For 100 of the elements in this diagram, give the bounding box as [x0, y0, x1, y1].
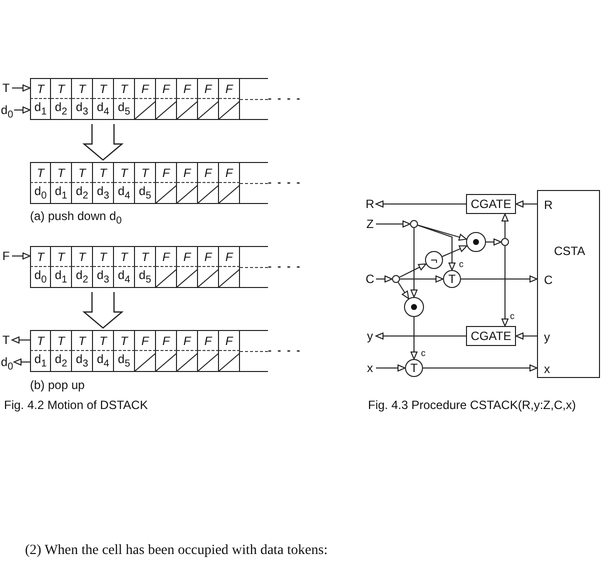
module-name: CSTA: [554, 244, 586, 258]
flag-cell: F: [156, 79, 177, 99]
flag-cell: T: [114, 163, 135, 183]
arrow: [376, 220, 410, 228]
terminal-label: d$_{0}$: [0, 102, 14, 124]
arrow: [399, 264, 426, 278]
flag-cell: F: [177, 79, 198, 99]
gate-box: CGATE: [466, 326, 516, 346]
flag-cell: T: [72, 79, 93, 99]
data-cell: d$_{3}$: [93, 183, 114, 203]
arrow: [410, 316, 418, 360]
flag-cell: F: [219, 331, 240, 351]
caption-text: Fig. 4.2 Motion of DSTACK: [4, 398, 148, 412]
data-cell: d$_{3}$: [72, 99, 93, 119]
data-cell: d$_{4}$: [93, 351, 114, 371]
and-gate: [466, 232, 486, 252]
data-cell: d$_{2}$: [51, 351, 72, 371]
flag-cell: F: [156, 247, 177, 267]
data-cell: d$_{5}$: [114, 99, 135, 119]
junction-circle: [410, 220, 418, 228]
control-mark: c: [510, 311, 514, 321]
data-cell: d$_{4}$: [114, 267, 135, 287]
flag-cell: T: [93, 331, 114, 351]
data-cell: d$_{0}$: [30, 267, 51, 287]
terminal-label: R: [364, 196, 376, 212]
flag-cell: T: [72, 331, 93, 351]
flag-cell: F: [156, 163, 177, 183]
block-arrow: [82, 291, 124, 329]
arrow: [460, 276, 538, 282]
flag-cell: T: [30, 163, 51, 183]
terminal-label: d$_{0}$: [0, 354, 14, 376]
flag-cell: F: [177, 247, 198, 267]
terminal-label: x: [364, 360, 376, 376]
flag-cell: T: [135, 247, 156, 267]
module-box: [537, 190, 600, 378]
arrow: [12, 252, 30, 260]
flag-cell: F: [198, 79, 219, 99]
flag-cell: T: [93, 79, 114, 99]
flag-cell: T: [114, 331, 135, 351]
arrow: [376, 276, 392, 282]
port-label: R: [544, 198, 553, 212]
flag-cell: F: [135, 331, 156, 351]
flag-cell: T: [30, 247, 51, 267]
operator-circle: T: [405, 359, 423, 377]
terminal-label: C: [364, 271, 376, 287]
control-mark: c: [459, 259, 464, 269]
flag-cell: T: [114, 247, 135, 267]
arrow: [12, 336, 30, 344]
arrow: [14, 106, 30, 114]
arrow: [516, 200, 538, 208]
data-cell: d$_{3}$: [93, 267, 114, 287]
flag-cell: F: [177, 163, 198, 183]
caption-text: Fig. 4.3 Procedure CSTACK(R,y:Z,C,x): [368, 398, 576, 412]
data-cell: d$_{5}$: [135, 267, 156, 287]
block-arrow: [82, 123, 124, 161]
flag-cell: T: [72, 163, 93, 183]
arrow: [516, 332, 538, 340]
arrow: [502, 246, 508, 326]
control-mark: c: [421, 348, 426, 358]
arrow: [12, 84, 30, 92]
flag-cell: T: [51, 79, 72, 99]
flag-cell: F: [198, 163, 219, 183]
data-cell: d$_{0}$: [30, 183, 51, 203]
data-cell: d$_{1}$: [51, 267, 72, 287]
arrow: [14, 358, 30, 366]
gate-box: CGATE: [466, 194, 516, 214]
data-cell: d$_{2}$: [72, 183, 93, 203]
port-label: y: [544, 330, 550, 344]
flag-cell: T: [93, 163, 114, 183]
arrow: [486, 238, 502, 246]
and-gate: [404, 297, 424, 317]
terminal-label: T: [0, 80, 12, 96]
terminal-label: F: [0, 248, 12, 264]
caption-text: (b) pop up: [30, 378, 85, 392]
port-label: x: [544, 362, 550, 376]
flag-cell: F: [198, 331, 219, 351]
stack-register: [30, 162, 268, 204]
arrow: [502, 214, 508, 238]
arrow: [442, 245, 468, 257]
arrow: [400, 276, 444, 282]
flag-cell: F: [198, 247, 219, 267]
flag-cell: F: [219, 163, 240, 183]
stack-register: [30, 330, 268, 372]
flag-cell: F: [135, 79, 156, 99]
flag-cell: F: [219, 79, 240, 99]
terminal-label: T: [0, 332, 12, 348]
terminal-label: Z: [364, 216, 376, 232]
data-cell: d$_{1}$: [51, 183, 72, 203]
flag-cell: T: [51, 247, 72, 267]
operator-circle: ¬: [425, 251, 443, 269]
data-cell: d$_{4}$: [114, 183, 135, 203]
arrow: [417, 224, 456, 270]
data-cell: d$_{1}$: [30, 351, 51, 371]
data-cell: d$_{2}$: [72, 267, 93, 287]
arrow: [422, 364, 538, 372]
data-cell: d$_{4}$: [93, 99, 114, 119]
operator-circle: T: [443, 270, 461, 288]
data-cell: d$_{3}$: [72, 351, 93, 371]
arrow: [417, 224, 467, 241]
junction-circle: [501, 238, 509, 246]
